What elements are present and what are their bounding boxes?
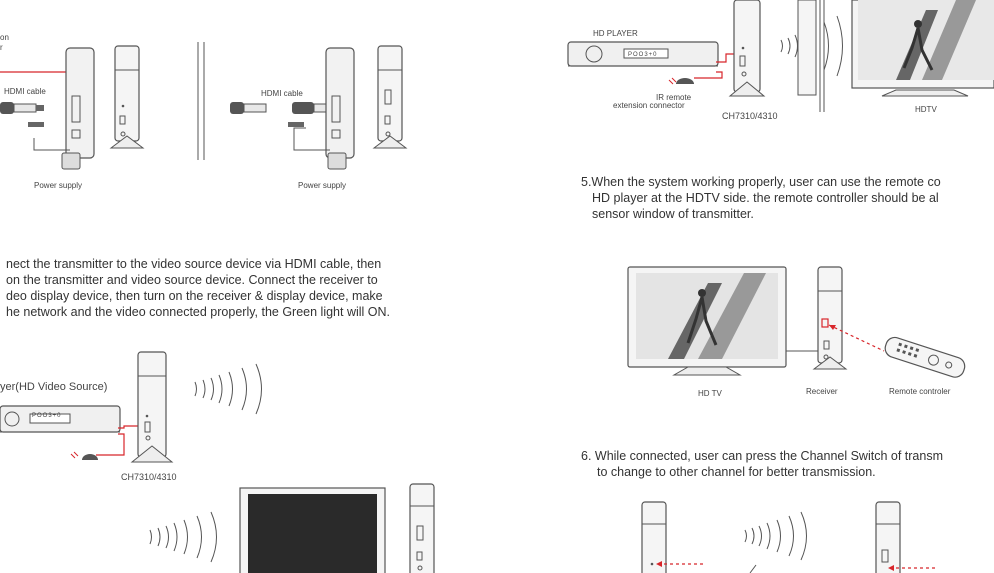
diagram-divider <box>197 42 205 160</box>
instruction-5-line-1: 5.When the system working properly, user… <box>581 175 941 189</box>
hd-tv-label: HD TV <box>698 389 722 398</box>
model-label-left: CH7310/4310 <box>121 472 177 482</box>
receiver-connection-diagram <box>230 45 408 170</box>
ir-extension-label: extension connector <box>613 101 685 110</box>
hd-player-label: HD PLAYER <box>593 29 638 38</box>
transmitter-connection-diagram <box>0 45 145 170</box>
receiver-monitor-diagram <box>149 483 435 573</box>
hdmi-cable-label-rx: HDMI cable <box>261 89 303 98</box>
ext-label-1: on <box>0 33 9 42</box>
ext-label-2: r <box>0 43 3 52</box>
instruction-4-line-4: he network and the video connected prope… <box>6 305 391 319</box>
hd-player-diagram <box>567 0 994 112</box>
power-supply-label: Power supply <box>34 181 83 190</box>
remote-controller-label: Remote controler <box>889 387 951 396</box>
remote-control-diagram <box>627 266 966 378</box>
ir-remote-label: IR remote <box>656 93 692 102</box>
source-device-label: yer(HD Video Source) <box>0 381 108 393</box>
instruction-4-line-3: deo display device, then turn on the rec… <box>6 289 383 303</box>
hdtv-label: HDTV <box>915 105 937 114</box>
receiver-label: Receiver <box>806 387 838 396</box>
instruction-6-line-2: to change to other channel for better tr… <box>597 465 876 479</box>
model-label-right: CH7310/4310 <box>722 111 778 121</box>
instruction-5-line-3: sensor window of transmitter. <box>592 207 754 221</box>
source-device-diagram <box>0 351 262 463</box>
hdmi-cable-label: HDMI cable <box>4 87 46 96</box>
power-supply-label-rx: Power supply <box>298 181 347 190</box>
instruction-5-line-2: HD player at the HDTV side. the remote c… <box>592 191 939 205</box>
instruction-6-line-1: 6. While connected, user can press the C… <box>581 449 943 463</box>
player-display-right: POO3+0 <box>628 52 658 58</box>
instruction-4-line-2: on the transmitter and video source devi… <box>6 273 378 287</box>
channel-switch-diagram <box>641 501 938 573</box>
player-display-left: POO3+0 <box>32 413 62 419</box>
instruction-4-line-1: nect the transmitter to the video source… <box>6 257 382 271</box>
